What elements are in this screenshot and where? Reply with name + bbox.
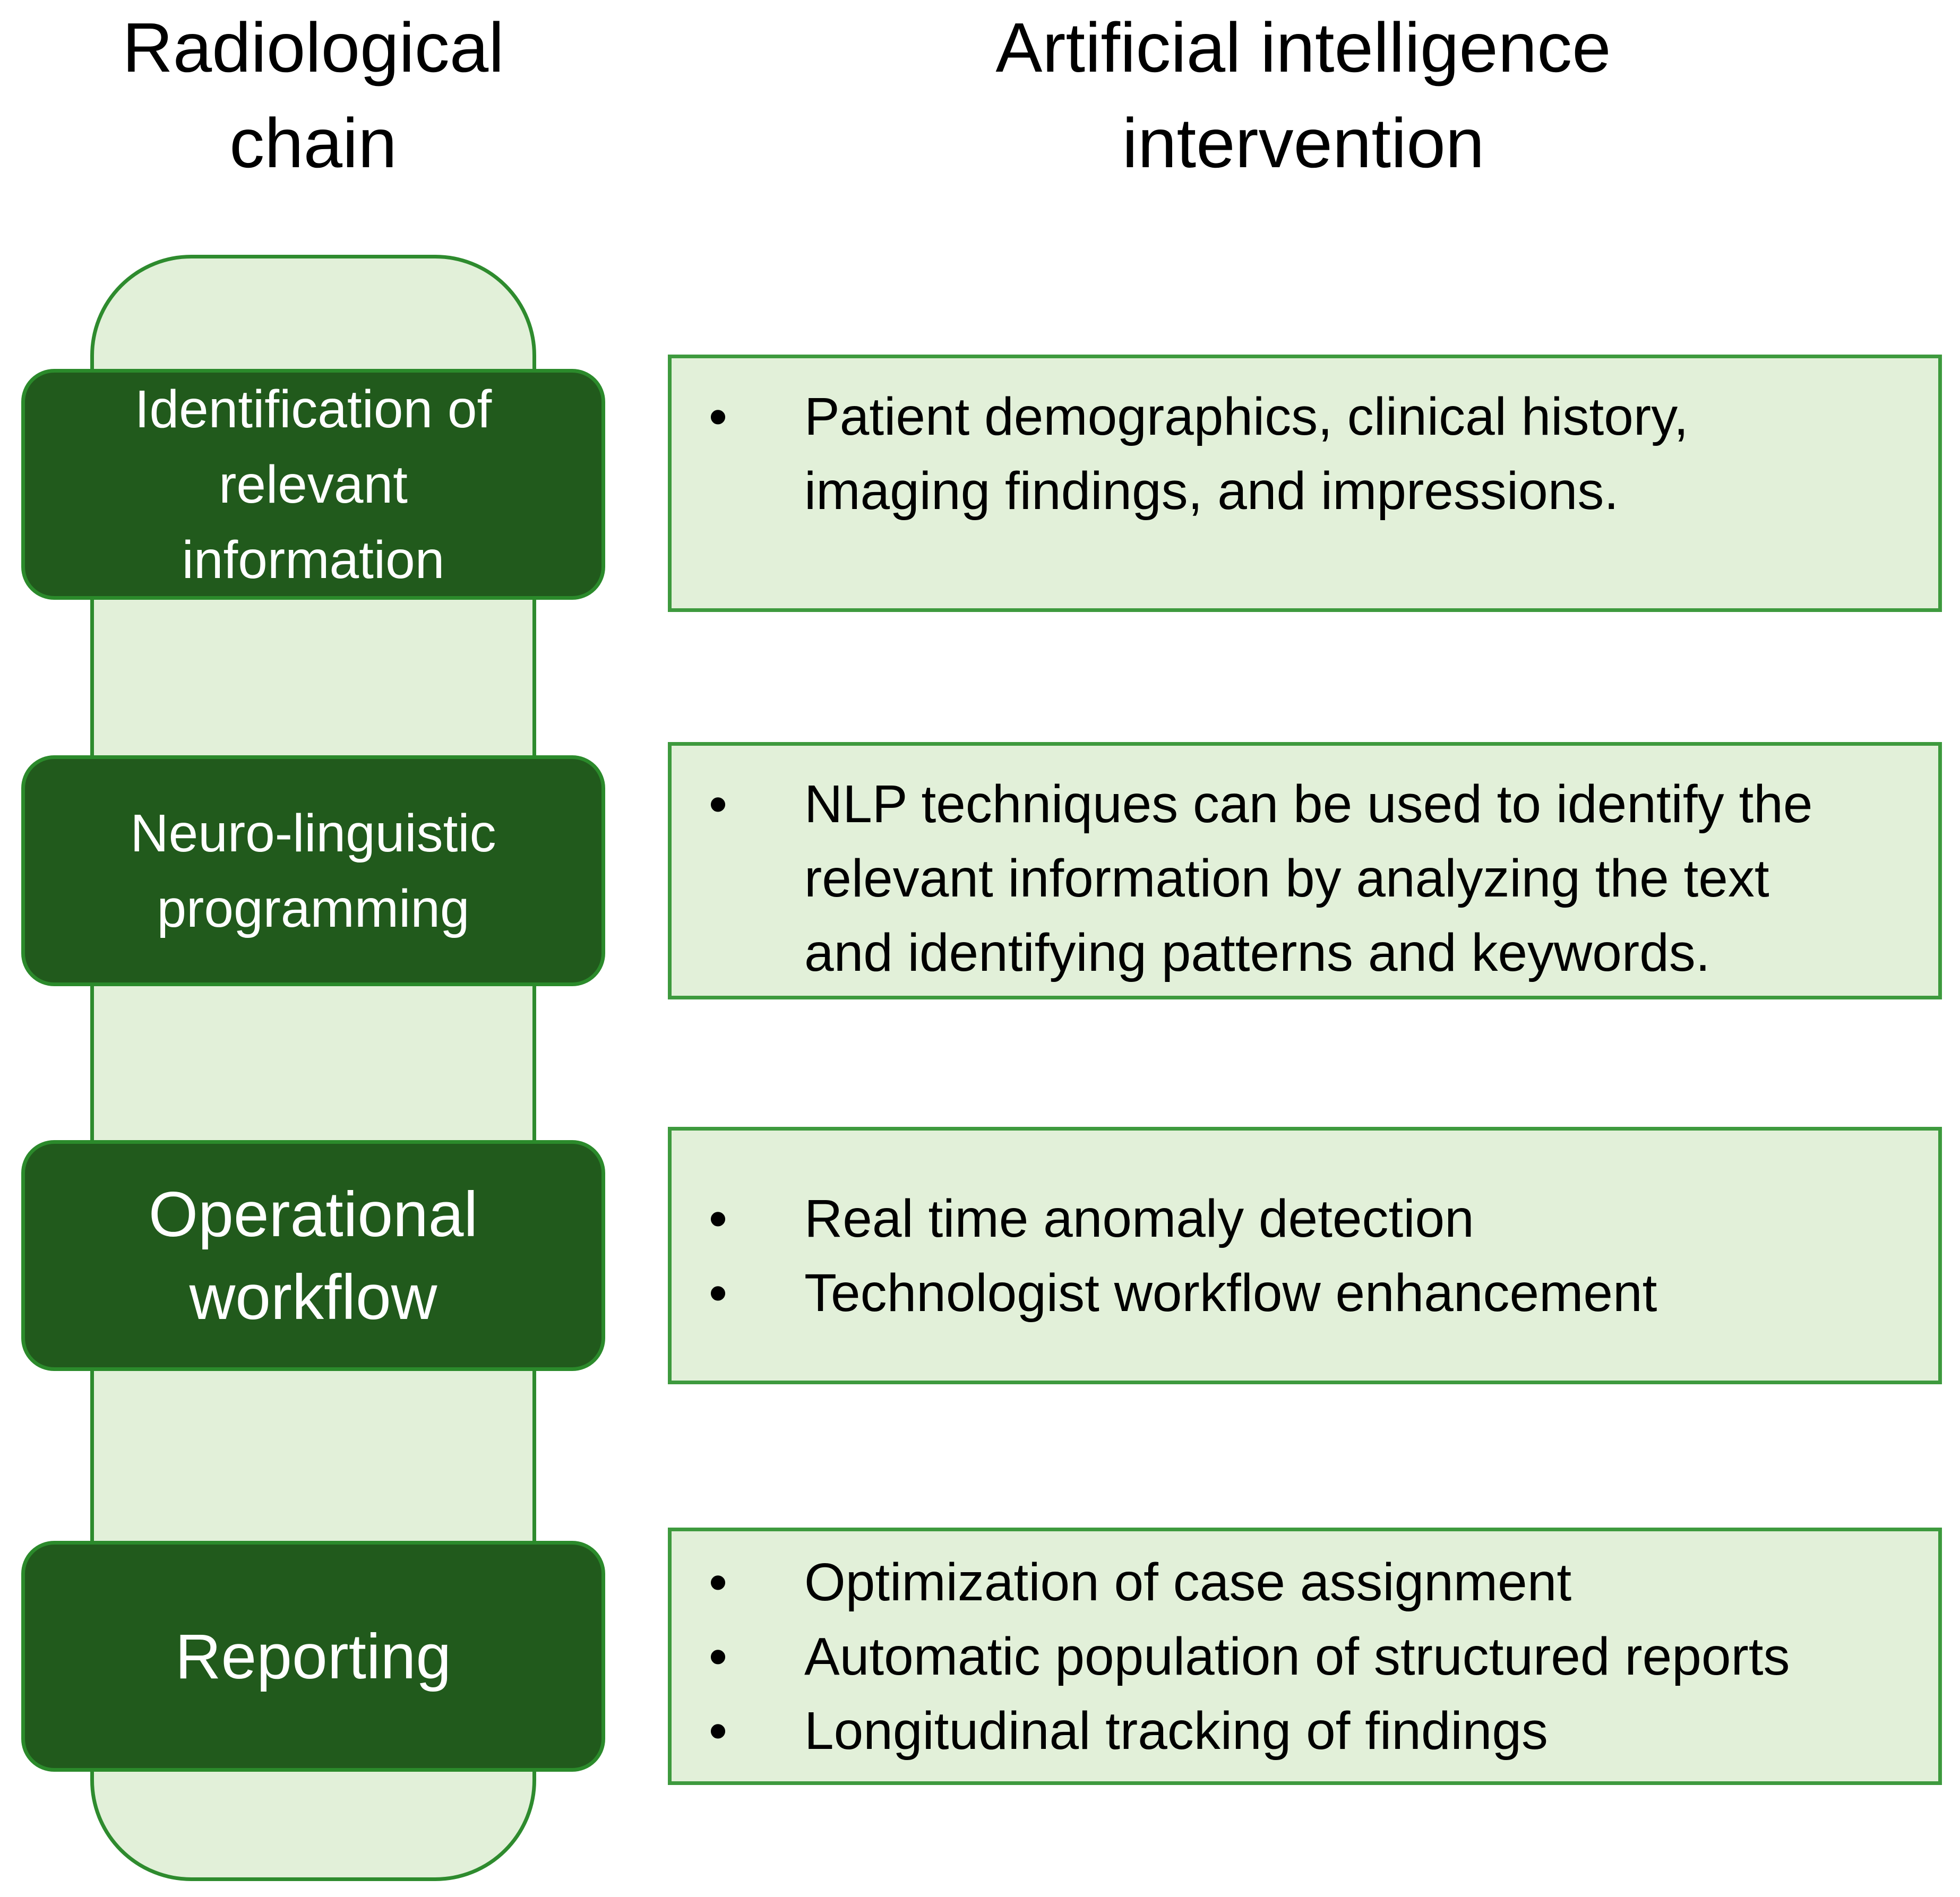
header-line: Artificial intelligence bbox=[995, 8, 1611, 87]
stage-label-line: Operational bbox=[148, 1178, 478, 1250]
stage-label-line: programming bbox=[157, 878, 470, 938]
bullet-list: NLP techniques can be used to identify t… bbox=[672, 767, 1938, 990]
stage-label-line: Identification of bbox=[134, 379, 492, 439]
bullet-item: Longitudinal tracking of findings bbox=[672, 1694, 1938, 1768]
intervention-panel-nlp: NLP techniques can be used to identify t… bbox=[668, 742, 1942, 999]
bullet-item: NLP techniques can be used to identify t… bbox=[672, 767, 1938, 990]
stage-label-line: relevant bbox=[219, 454, 408, 514]
stage-label-line: Reporting bbox=[175, 1620, 452, 1692]
bullet-item: Patient demographics, clinical history, … bbox=[672, 380, 1938, 528]
bullet-list: Real time anomaly detection Technologist… bbox=[672, 1182, 1938, 1330]
bullet-item: Technologist workflow enhancement bbox=[672, 1256, 1938, 1330]
bullet-text-line: and identifying patterns and keywords. bbox=[804, 923, 1710, 982]
stage-label-line: information bbox=[182, 530, 445, 590]
stage-identification: Identification of relevant information bbox=[21, 369, 605, 600]
bullet-text-line: Automatic population of structured repor… bbox=[804, 1626, 1790, 1686]
stage-neuro-linguistic-programming: Neuro-linguistic programming bbox=[21, 755, 605, 986]
bullet-text-line: Optimization of case assignment bbox=[804, 1552, 1572, 1612]
bullet-text-line: Real time anomaly detection bbox=[804, 1188, 1474, 1248]
header-line: chain bbox=[229, 104, 397, 182]
radiological-chain-header: Radiological chain bbox=[50, 0, 576, 191]
bullet-item: Optimization of case assignment bbox=[672, 1545, 1938, 1619]
bullet-list: Optimization of case assignment Automati… bbox=[672, 1545, 1938, 1768]
bullet-list: Patient demographics, clinical history, … bbox=[672, 380, 1938, 528]
bullet-text-line: Patient demographics, clinical history, bbox=[804, 387, 1689, 446]
bullet-text-line: Technologist workflow enhancement bbox=[804, 1263, 1657, 1323]
stage-reporting: Reporting bbox=[21, 1541, 605, 1772]
header-line: Radiological bbox=[122, 8, 504, 87]
stage-label-line: Neuro-linguistic bbox=[130, 803, 496, 863]
intervention-panel-identification: Patient demographics, clinical history, … bbox=[668, 355, 1942, 612]
bullet-item: Real time anomaly detection bbox=[672, 1182, 1938, 1256]
header-line: intervention bbox=[1122, 104, 1485, 182]
bullet-text-line: NLP techniques can be used to identify t… bbox=[804, 774, 1813, 834]
stage-operational-workflow: Operational workflow bbox=[21, 1140, 605, 1371]
intervention-panel-operational: Real time anomaly detection Technologist… bbox=[668, 1127, 1942, 1384]
bullet-text-line: relevant information by analyzing the te… bbox=[804, 849, 1769, 908]
bullet-text-line: imaging findings, and impressions. bbox=[804, 461, 1619, 521]
bullet-text-line: Longitudinal tracking of findings bbox=[804, 1701, 1548, 1761]
bullet-item: Automatic population of structured repor… bbox=[672, 1619, 1938, 1694]
intervention-panel-reporting: Optimization of case assignment Automati… bbox=[668, 1528, 1942, 1785]
ai-intervention-header: Artificial intelligence intervention bbox=[786, 0, 1821, 191]
stage-label-line: workflow bbox=[189, 1261, 437, 1333]
